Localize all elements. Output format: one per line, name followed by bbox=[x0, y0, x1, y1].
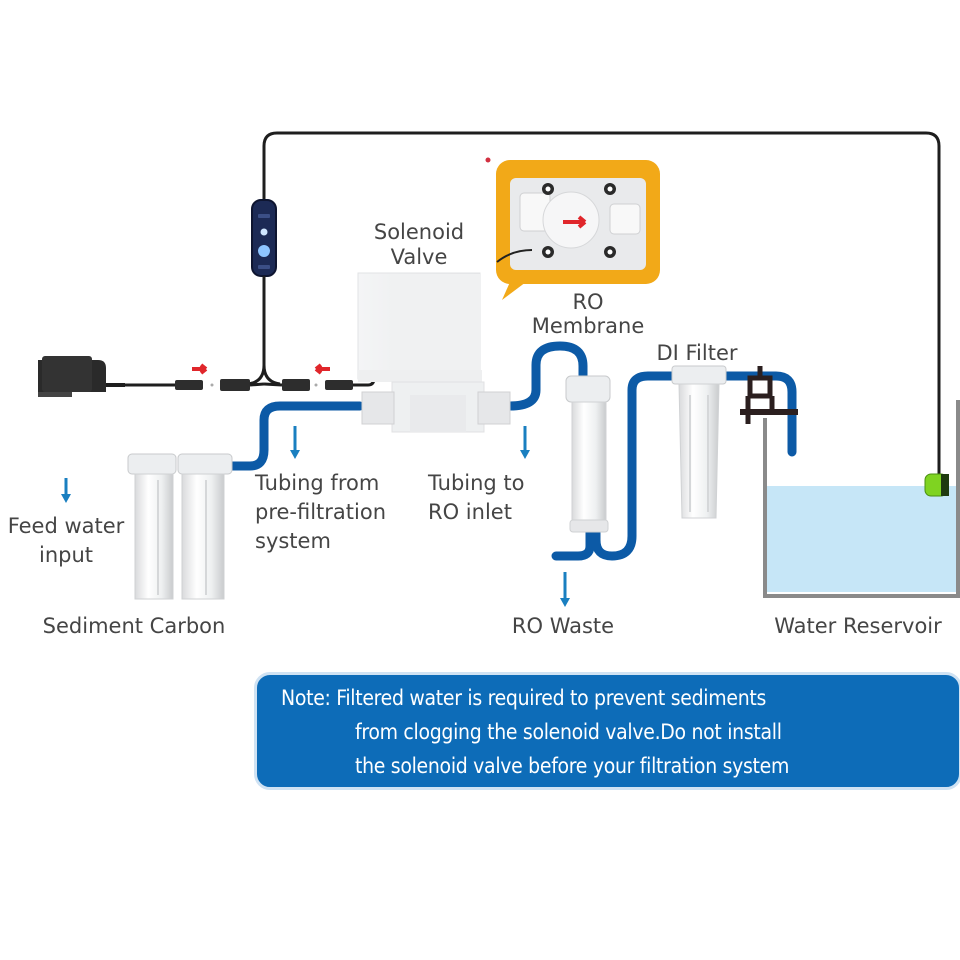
valve-top-view-inset bbox=[485, 157, 660, 300]
ro-waste-label: RO Waste bbox=[512, 614, 614, 638]
tubing-from-prefilter-label: pre-filtration bbox=[255, 500, 386, 524]
note-box: Note: Filtered water is required to prev… bbox=[254, 672, 960, 790]
ro-product-tube bbox=[591, 371, 681, 561]
feed-water-label: input bbox=[39, 543, 93, 567]
di-filter bbox=[671, 365, 727, 519]
float-switch bbox=[924, 473, 949, 497]
outlet-valve[interactable] bbox=[740, 366, 798, 424]
down-arrow-icon bbox=[290, 426, 300, 459]
connect-arrow-icon bbox=[314, 363, 330, 375]
water-reservoir-label: Water Reservoir bbox=[774, 614, 942, 638]
solenoid-valve-label: Valve bbox=[391, 245, 448, 269]
control-cable bbox=[262, 131, 941, 480]
feed-water-label: Feed water bbox=[8, 514, 125, 538]
water-reservoir bbox=[763, 400, 960, 598]
power-adapter bbox=[38, 356, 125, 397]
power-cable bbox=[125, 377, 376, 391]
sediment-filter bbox=[127, 453, 177, 600]
note-line: from clogging the solenoid valve.Do not … bbox=[355, 720, 782, 744]
flow-direction-arrow-icon bbox=[563, 215, 587, 229]
sediment-carbon-label: Sediment Carbon bbox=[43, 614, 226, 638]
tubing-to-ro-label: Tubing to bbox=[427, 471, 525, 495]
controller-button-icon bbox=[258, 245, 270, 257]
tubing-to-ro-label: RO inlet bbox=[428, 500, 512, 524]
di-filter-label: DI Filter bbox=[656, 341, 737, 365]
down-arrow-icon bbox=[560, 572, 570, 607]
controller-cable-down bbox=[247, 276, 281, 386]
ro-membrane-label: Membrane bbox=[532, 314, 645, 338]
ro-membrane-label: RO bbox=[572, 290, 603, 314]
di-to-reservoir-tube bbox=[719, 371, 797, 457]
controller[interactable] bbox=[251, 199, 277, 277]
note-line: Note: Filtered water is required to prev… bbox=[281, 686, 767, 710]
tubing-from-prefilter-label: Tubing from bbox=[254, 471, 379, 495]
ro-waste-tube bbox=[551, 525, 595, 561]
down-arrow-icon bbox=[61, 478, 71, 503]
down-arrow-icon bbox=[520, 426, 530, 459]
prefilter-to-valve-tube bbox=[227, 401, 365, 471]
label-arrows bbox=[61, 426, 570, 607]
carbon-filter bbox=[177, 453, 233, 600]
note-line: the solenoid valve before your filtratio… bbox=[355, 754, 790, 778]
controller-indicator-icon bbox=[260, 228, 268, 236]
reservoir-water bbox=[767, 486, 957, 592]
solenoid-valve-label: Solenoid bbox=[374, 220, 464, 244]
tubing bbox=[18, 341, 797, 561]
solenoid-valve bbox=[357, 272, 511, 433]
ro-membrane bbox=[565, 375, 611, 533]
tubing-from-prefilter-label: system bbox=[255, 529, 331, 553]
connect-arrow-icon bbox=[192, 363, 208, 375]
valve-to-ro-tube bbox=[505, 341, 588, 411]
